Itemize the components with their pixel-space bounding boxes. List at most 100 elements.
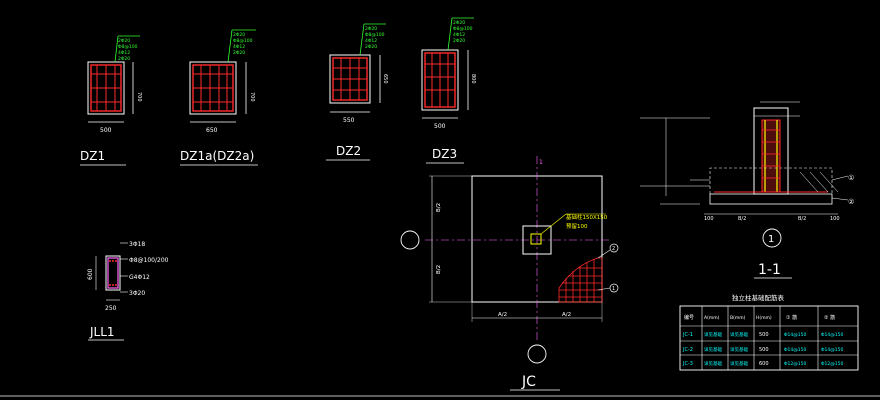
- axis-bubble-left: [400, 230, 420, 250]
- cell-rebar-1: Φ14@150: [784, 332, 806, 338]
- column-label: DZ2: [336, 144, 361, 158]
- pedestal-note-2: 预留100: [566, 222, 588, 230]
- cell-h: 500: [759, 347, 769, 353]
- header-rebar-1: ① 筋: [786, 314, 797, 321]
- pedestal-section: [753, 107, 789, 195]
- header-h: H(mm): [756, 315, 772, 321]
- cell-b: 详见基础: [730, 346, 748, 353]
- foundation-label: JC: [521, 374, 536, 390]
- header-id: 编号: [684, 314, 694, 321]
- rebar-note-3: 4Φ12: [118, 50, 130, 56]
- column-label: DZ1: [80, 149, 105, 163]
- height-dim: 800: [470, 74, 476, 84]
- column-dz2: 2Φ20 Φ8@100 4Φ12 2Φ20 550 650 DZ2: [326, 23, 388, 161]
- rebar-note-4: 2Φ20: [233, 50, 245, 56]
- table-row: JC-1 详见基础 详见基础 500 Φ14@150 Φ14@150: [682, 331, 843, 338]
- table-row: JC-3 详见基础 详见基础 600 Φ12@150 Φ12@150: [682, 360, 843, 367]
- rebar-note-1: 2Φ20: [453, 20, 465, 26]
- rebar-note-3: 4Φ12: [453, 32, 465, 38]
- section-tag-2: ②: [848, 198, 854, 206]
- rebar-tag-2: [609, 243, 619, 253]
- rebar-note-1: 2Φ20: [233, 32, 245, 38]
- cell-a: 详见基础: [704, 346, 722, 353]
- width-dim: 500: [100, 127, 112, 134]
- beam-stirrup: [107, 257, 119, 289]
- section-dim-2: B/2: [738, 216, 746, 222]
- dim-half-y-bottom: B/2: [436, 265, 442, 274]
- cell-id: JC-2: [682, 347, 693, 353]
- beam-outline: [105, 255, 121, 291]
- section-bubble-label: 1: [768, 234, 774, 245]
- section-dim-4: 100: [830, 216, 840, 222]
- rebar-note-1: 2Φ20: [118, 38, 130, 44]
- foundation-plan-jc: 基础柱150X150 预留100 2 1 1 B/2 B/2 A/2 A/2 J…: [400, 156, 619, 391]
- cell-rebar-2: Φ14@150: [821, 347, 843, 353]
- rebar-note-4: 2Φ20: [118, 56, 130, 62]
- header-a: A(mm): [704, 315, 720, 321]
- beam-width-dim: 250: [105, 305, 117, 312]
- section-dim-3: B/2: [798, 216, 806, 222]
- rebar-tag-1: [609, 283, 619, 293]
- rebar-note-2: Φ8@100: [365, 32, 385, 38]
- cell-rebar-2: Φ12@150: [821, 361, 843, 367]
- beam-note-top: 3Φ18: [129, 241, 145, 248]
- rebar-schedule: 独立柱基础配筋表 编号 A(mm) B(mm) H(mm) ① 筋 ② 筋 JC…: [679, 293, 859, 371]
- section-label: 1-1: [758, 262, 781, 278]
- dim-half-x-right: A/2: [562, 312, 571, 318]
- width-dim: 650: [206, 127, 218, 134]
- rebar-note-3: 4Φ12: [365, 38, 377, 44]
- table-row: JC-2 详见基础 详见基础 500 Φ14@150 Φ14@150: [682, 346, 843, 353]
- axis-bubble-bottom: [527, 344, 547, 364]
- pedestal-core: [530, 233, 542, 245]
- cell-a: 详见基础: [704, 360, 722, 367]
- cell-h: 600: [759, 361, 769, 367]
- rebar-note-2: Φ8@100: [118, 44, 138, 50]
- column-outline: [87, 61, 125, 115]
- section-tag-1: ①: [848, 174, 854, 182]
- beam-height-dim: 600: [87, 268, 94, 280]
- beam-note-bottom: 3Φ20: [129, 290, 145, 297]
- header-b: B(mm): [730, 315, 746, 321]
- column-label: DZ3: [432, 147, 457, 161]
- beam-note-side: G4Φ12: [129, 274, 150, 281]
- rebar-note-3: 4Φ12: [233, 44, 245, 50]
- column-outline: [329, 54, 371, 104]
- width-dim: 550: [343, 117, 355, 124]
- beam-label: JLL1: [89, 325, 115, 339]
- cell-rebar-1: Φ14@150: [784, 347, 806, 353]
- column-dz1a: 2Φ20 Φ8@100 4Φ12 2Φ20 650 700 DZ1a(DZ2a): [180, 29, 258, 166]
- beam-jll1: 3Φ18 Φ8@100/200 G4Φ12 3Φ20 600 250 JLL1: [87, 241, 169, 341]
- section-dim-1: 100: [704, 216, 714, 222]
- table-frame: [679, 305, 859, 371]
- cell-b: 详见基础: [730, 331, 748, 338]
- height-dim: 700: [249, 92, 255, 102]
- rebar-note-4: 2Φ20: [365, 44, 377, 50]
- section-mark-top: 1: [539, 159, 543, 166]
- cell-id: JC-1: [682, 332, 693, 338]
- column-dz1: 2Φ20 Φ8@100 4Φ12 2Φ20 500 700 DZ1: [80, 35, 142, 166]
- rebar-tag-1-label: 1: [612, 286, 615, 292]
- footing-slab: [709, 193, 833, 205]
- rebar-quarter-hatch: [558, 257, 603, 303]
- rebar-tag-2-label: 2: [612, 246, 615, 252]
- height-dim: 700: [136, 92, 142, 102]
- pedestal-outline: [522, 225, 552, 255]
- cell-id: JC-3: [682, 361, 693, 367]
- rebar-note-1: 2Φ20: [365, 26, 377, 32]
- table-title: 独立柱基础配筋表: [732, 293, 785, 302]
- dim-half-y-top: B/2: [436, 203, 442, 212]
- cell-rebar-2: Φ14@150: [821, 332, 843, 338]
- rebar-note-4: 2Φ20: [453, 38, 465, 44]
- cell-b: 详见基础: [730, 360, 748, 367]
- column-label: DZ1a(DZ2a): [180, 149, 254, 163]
- column-outline: [189, 61, 237, 115]
- section-1-1: 100 B/2 B/2 100 ① ② 1 1-1: [640, 101, 854, 279]
- cell-a: 详见基础: [704, 331, 722, 338]
- section-bubble: [762, 228, 782, 248]
- pedestal-note-1: 基础柱150X150: [566, 213, 608, 221]
- cell-rebar-1: Φ12@150: [784, 361, 806, 367]
- dim-half-x-left: A/2: [498, 312, 507, 318]
- beam-note-stirrup: Φ8@100/200: [129, 257, 169, 264]
- width-dim: 500: [434, 123, 446, 130]
